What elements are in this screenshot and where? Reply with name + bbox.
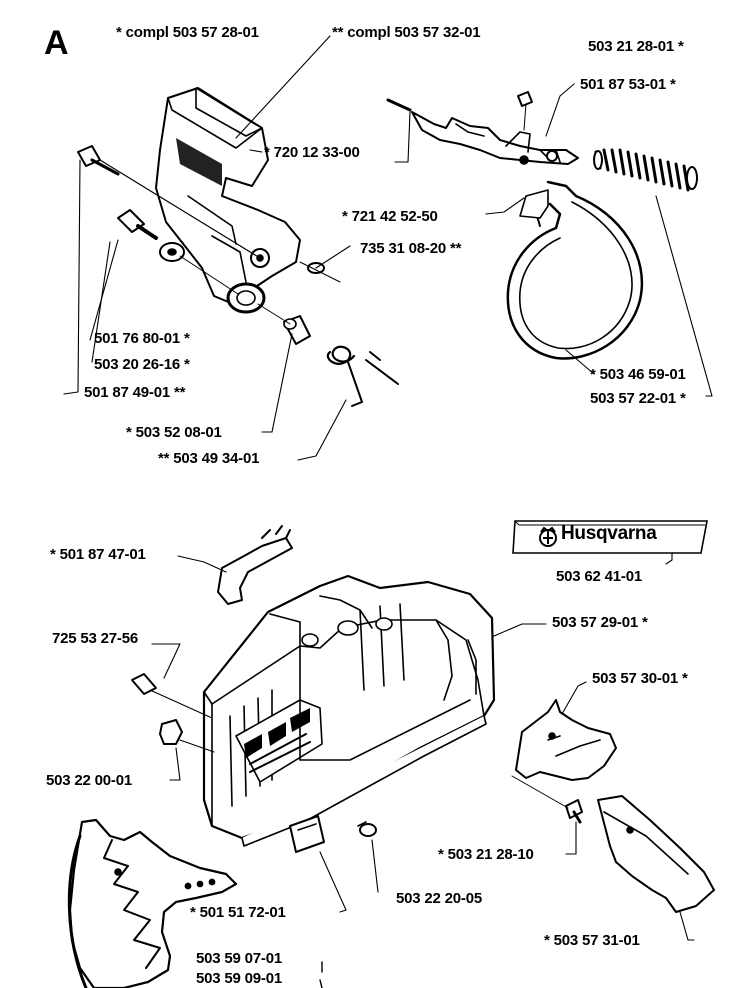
bracket-501-87-47-01 — [218, 526, 292, 604]
screw-725-53-27-56 — [132, 674, 212, 718]
washer-501-76-80-01 — [160, 243, 238, 294]
label-compl-503-57-32-01: ** compl 503 57 32-01 — [332, 24, 481, 41]
label-503-59-07-01: 503 59 07-01 — [196, 950, 283, 967]
label-501-76-80-01: 501 76 80-01 * — [94, 330, 190, 347]
plug-501-51-72-01 — [290, 816, 324, 852]
nut-503-22-20-05 — [358, 822, 376, 836]
screw-503-21-28-10 — [512, 776, 582, 822]
label-501-51-72-01: * 501 51 72-01 — [190, 904, 286, 921]
label-503-57-22-01: 503 57 22-01 * — [590, 390, 686, 407]
label-501-87-47-01: * 501 87 47-01 — [50, 546, 146, 563]
label-503-57-29-01: 503 57 29-01 * — [552, 614, 648, 631]
label-compl-503-57-28-01: * compl 503 57 28-01 — [116, 24, 259, 41]
label-503-22-20-05: 503 22 20-05 — [396, 890, 483, 907]
leader-lines-lower — [152, 540, 694, 988]
spike-503-57-31-01 — [598, 796, 714, 912]
brand-name: Husqvarna — [561, 523, 657, 544]
label-503-62-41-01: 503 62 41-01 — [556, 568, 643, 585]
leader-lines-upper — [64, 36, 712, 460]
brake-handle-bracket — [156, 88, 300, 312]
label-501-87-53-01: 501 87 53-01 * — [580, 76, 676, 93]
husqvarna-crown-logo-icon — [537, 526, 559, 548]
spike-503-59-07-01 — [69, 820, 236, 988]
section-letter: A — [44, 24, 69, 62]
label-503-20-26-16: 503 20 26-16 * — [94, 356, 190, 373]
label-501-87-49-01: 501 87 49-01 ** — [84, 384, 186, 401]
brand-plate: Husqvarna — [511, 519, 711, 555]
screw-501-87-49-01 — [78, 146, 260, 258]
spring-503-49-34-01 — [328, 347, 398, 406]
label-503-57-30-01: 503 57 30-01 * — [592, 670, 688, 687]
label-503-21-28-10: * 503 21 28-10 — [438, 846, 534, 863]
label-503-49-34-01: ** 503 49 34-01 — [158, 450, 260, 467]
label-503-52-08-01: * 503 52 08-01 — [126, 424, 222, 441]
label-503-59-09-01: 503 59 09-01 — [196, 970, 283, 987]
label-503-46-59-01: * 503 46 59-01 — [590, 366, 686, 383]
label-503-57-31-01: * 503 57 31-01 — [544, 932, 640, 949]
label-503-22-00-01: 503 22 00-01 — [46, 772, 133, 789]
coil-spring-503-46-59-01 — [594, 150, 697, 190]
brake-band-503-57-22-01 — [508, 182, 642, 358]
brake-lever-501-87-53-01 — [388, 92, 578, 164]
clutch-cover-503-57-29-01 — [204, 576, 494, 846]
nut-503-22-00-01 — [160, 720, 214, 752]
label-503-21-28-01: 503 21 28-01 * — [588, 38, 684, 55]
label-721-42-52-50: * 721 42 52-50 — [342, 208, 438, 225]
bushing-503-52-08-01 — [258, 304, 310, 344]
label-735-31-08-20: 735 31 08-20 ** — [360, 240, 462, 257]
label-720-12-33-00: * 720 12 33-00 — [264, 144, 360, 161]
guard-503-57-30-01 — [516, 700, 616, 780]
label-725-53-27-56: 725 53 27-56 — [52, 630, 139, 647]
screw-503-20-26-16 — [118, 210, 156, 238]
